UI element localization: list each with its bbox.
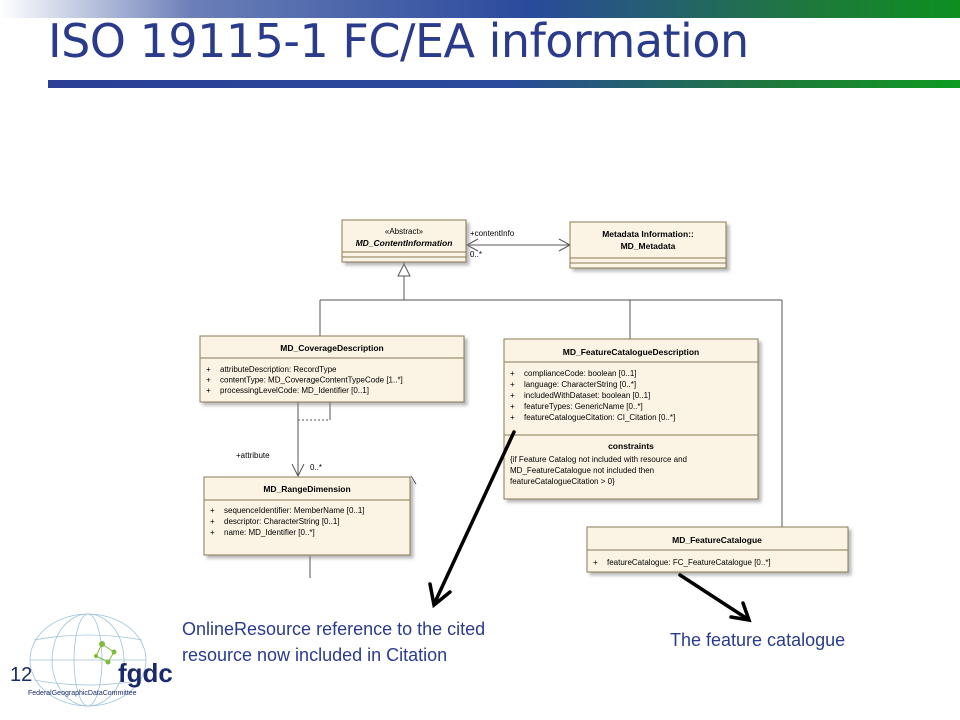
feature-catalogue-callout-arrow [678,573,748,620]
attribute-role-label: +attribute [236,451,270,460]
metadata-name-line2: MD_Metadata [621,241,676,251]
fcd-name: MD_FeatureCatalogueDescription [563,347,700,357]
network-links-icon [95,643,115,663]
coverage-attribute: processingLevelCode: MD_Identifier [0..1… [220,386,369,395]
fcd-attribute: language: CharacterString [0..*] [524,380,636,389]
visibility-marker: + [510,391,515,400]
fcd-attribute: featureTypes: GenericName [0..*] [524,402,643,411]
fcd-attribute: complianceCode: boolean [0..1] [524,369,637,378]
range-dimension-corner-stub [410,475,417,485]
slide-number: 12 [10,664,33,686]
coverage-name: MD_CoverageDescription [280,343,383,353]
caption-line-1: OnlineResource reference to the cited [182,619,486,639]
class-md-rangedimension [203,476,411,556]
fcd-attribute: includedWithDataset: boolean [0..1] [524,391,650,400]
fcd-constraints: {if Feature Catalog not included with re… [510,455,687,486]
top-gradient-bar [0,0,960,18]
featurecatalogue-name: MD_FeatureCatalogue [672,535,762,545]
visibility-marker: + [210,528,215,537]
class-md-featurecataloguedescription [503,338,759,500]
fcd-constraint-line: MD_FeatureCatalogue not included then [510,466,654,475]
class-md-coveragedescription [199,335,465,403]
caption-line-2: resource now included in Citation [182,645,448,665]
callout-arrows [428,430,752,623]
connector-lines [291,238,783,578]
online-resource-caption: OnlineResource reference to the cited re… [182,616,485,668]
fcd-constraint-line: featureCatalogueCitation > 0} [510,477,615,486]
coverage-attribute: attributeDescription: RecordType [220,365,337,374]
visibility-marker: + [206,386,211,395]
metadata-name-line1: Metadata Information:: [602,229,694,239]
online-resource-callout-arrow [434,430,516,602]
rangedimension-attributes: + sequenceIdentifier: MemberName [0..1] + d… [210,506,365,537]
online-resource-arrowhead [428,582,452,609]
featurecatalogue-attributes: + featureCatalogue: FC_FeatureCatalogue [… [593,558,771,567]
visibility-marker: + [510,380,515,389]
feature-catalogue-arrowhead [729,601,752,623]
class-md-featurecatalogue [586,526,849,573]
attribute-multiplicity: 0..* [310,463,322,472]
slide-title: ISO 19115-1 FC/EA information [48,14,749,68]
rangedimension-attribute: sequenceIdentifier: MemberName [0..1] [224,506,365,515]
visibility-marker: + [510,402,515,411]
visibility-marker: + [206,376,211,385]
fcd-attributes: + complianceCode: boolean [0..1] + language… [510,369,675,422]
class-md-metadata [569,221,727,269]
class-md-contentinformation [341,219,467,263]
globe-grid-icon [29,613,147,707]
fgdc-wordmark: fgdc [118,658,173,688]
association-arrowhead [465,238,479,252]
rangedimension-attribute: descriptor: CharacterString [0..1] [224,517,340,526]
visibility-marker: + [510,369,515,378]
contentinformation-name: MD_ContentInformation [356,238,453,248]
visibility-marker: + [593,558,598,567]
fcd-constraints-title: constraints [608,441,654,451]
rangedimension-attribute: name: MD_Identifier [0..*] [224,528,315,537]
featurecatalogue-attribute: featureCatalogue: FC_FeatureCatalogue [0… [607,558,771,567]
coverage-attribute: contentType: MD_CoverageContentTypeCode … [220,376,403,385]
fcd-constraint-line: {if Feature Catalog not included with re… [510,455,687,464]
fcd-attribute: featureCatalogueCitation: CI_Citation [0… [524,413,675,422]
contentinfo-multiplicity: 0..* [470,250,482,259]
feature-catalogue-caption: The feature catalogue [670,630,846,650]
inheritance-triangle [397,262,411,277]
attribute-arrowhead [291,463,305,478]
fgdc-subtext: FederalGeographicDataCommittee [28,690,137,697]
title-underline [48,80,960,88]
rangedimension-name: MD_RangeDimension [263,484,350,494]
fgdc-logo: fgdc FederalGeographicDataCommittee [28,613,173,707]
visibility-marker: + [206,365,211,374]
visibility-marker: + [510,413,515,422]
visibility-marker: + [210,506,215,515]
visibility-marker: + [210,517,215,526]
coverage-attributes: + attributeDescription: RecordType + conten… [206,365,403,395]
contentinfo-role-label: +contentInfo [470,229,515,238]
contentinformation-stereotype: «Abstract» [385,227,424,236]
